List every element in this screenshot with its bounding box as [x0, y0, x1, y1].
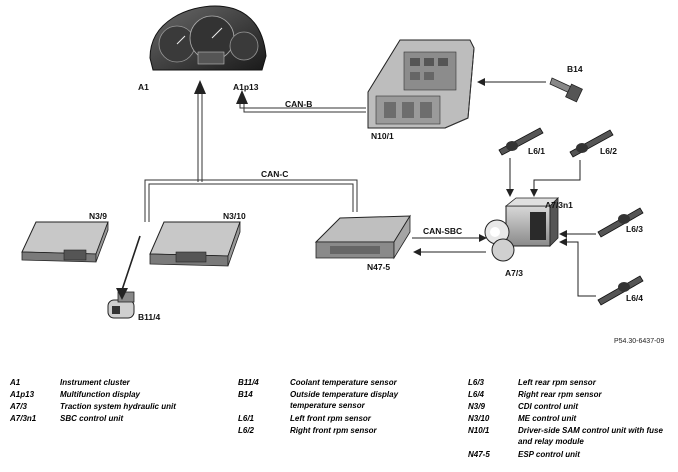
legend-col-3: L6/3 Left rear rpm sensor L6/4 Right rear …	[468, 377, 673, 461]
can-c-bus	[144, 80, 358, 222]
label-a1p13: A1p13	[233, 82, 259, 92]
right-front-rpm-sensor-image	[569, 129, 614, 158]
legend-code: B14	[238, 390, 253, 399]
label-can-c: CAN-C	[261, 169, 289, 179]
legend-desc: Coolant temperature sensor	[290, 378, 397, 387]
label-a7-3: A7/3	[505, 268, 523, 278]
left-front-rpm-sensor-image	[498, 127, 544, 156]
legend-row: A7/3n1 SBC control unit	[10, 413, 232, 425]
legend-col-1: A1 Instrument cluster A1p13 Multifunction …	[10, 377, 232, 425]
legend-row: L6/4 Right rear rpm sensor	[468, 389, 673, 401]
label-n47-5: N47-5	[367, 262, 391, 272]
label-l6-1: L6/1	[528, 146, 546, 156]
legend-row: B11/4 Coolant temperature sensor	[238, 377, 463, 389]
right-rear-rpm-sensor-image	[597, 275, 644, 306]
legend-code: N47-5	[468, 450, 490, 459]
legend-col-2: B11/4 Coolant temperature sensor B14 Outsi…	[238, 377, 463, 437]
label-l6-2: L6/2	[600, 146, 618, 156]
label-b11-4: B11/4	[138, 312, 161, 322]
legend-row: A1 Instrument cluster	[10, 377, 232, 389]
legend-desc: Right rear rpm sensor	[518, 390, 602, 399]
coolant-temp-sensor-image	[107, 291, 135, 319]
legend-row: N47-5 ESP control unit	[468, 449, 673, 461]
legend-code: N3/10	[468, 414, 490, 423]
legend-row: L6/3 Left rear rpm sensor	[468, 377, 673, 389]
label-b14: B14	[567, 64, 583, 74]
legend-row: N3/10 ME control unit	[468, 413, 673, 425]
legend-desc: Driver-side SAM control unit with fuse a…	[518, 426, 663, 446]
legend-code: A7/3	[10, 402, 27, 411]
legend-row: N10/1 Driver-side SAM control unit with f…	[468, 425, 673, 449]
esp-control-unit-image	[314, 214, 411, 260]
legend-desc: Traction system hydraulic unit	[60, 402, 176, 411]
label-l6-4: L6/4	[626, 293, 644, 303]
legend-code: N10/1	[468, 426, 490, 435]
legend-desc: SBC control unit	[60, 414, 124, 423]
legend-code: A1	[10, 378, 21, 387]
legend-row: A1p13 Multifunction display	[10, 389, 232, 401]
legend-code: A7/3n1	[10, 414, 37, 423]
label-can-sbc: CAN-SBC	[423, 226, 463, 236]
legend-row: A7/3 Traction system hydraulic unit	[10, 401, 232, 413]
legend-desc: ME control unit	[518, 414, 577, 423]
figure-reference: P54.30-6437-09	[614, 338, 665, 345]
legend-desc: Instrument cluster	[60, 378, 130, 387]
sensor-signal-arrows	[116, 78, 596, 300]
legend-desc: Right front rpm sensor	[290, 426, 377, 435]
instrument-cluster-image	[149, 5, 267, 71]
outside-temp-sensor-image	[549, 77, 583, 103]
label-n3-10: N3/10	[223, 211, 246, 221]
can-b-bus	[236, 90, 366, 113]
legend-row: B14 Outside temperature display temperatu…	[238, 389, 463, 413]
legend-desc: Left rear rpm sensor	[518, 378, 596, 387]
label-a1: A1	[138, 82, 149, 92]
network-diagram: A1 A1p13 CAN-B N10/1 B14 L6/1 L6/2 CAN-C…	[21, 5, 664, 345]
cdi-control-unit-image	[21, 221, 109, 263]
can-sbc-bus	[412, 234, 487, 256]
legend-code: L6/1	[238, 414, 255, 423]
sam-control-unit-image	[367, 39, 475, 129]
label-a7-3n1: A7/3n1	[545, 200, 573, 210]
label-n10-1: N10/1	[371, 131, 394, 141]
me-control-unit-image	[149, 221, 241, 267]
legend-code: B11/4	[238, 378, 259, 387]
legend-code: L6/2	[238, 426, 255, 435]
legend-code: N3/9	[468, 402, 485, 411]
label-l6-3: L6/3	[626, 224, 644, 234]
legend-row: N3/9 CDI control unit	[468, 401, 673, 413]
legend-desc: Multifunction display	[60, 390, 140, 399]
hydraulic-unit-image	[484, 197, 559, 262]
legend-desc: ESP control unit	[518, 450, 580, 459]
left-rear-rpm-sensor-image	[597, 207, 644, 238]
legend-row: L6/2 Right front rpm sensor	[238, 425, 463, 437]
legend-desc: CDI control unit	[518, 402, 578, 411]
legend-code: A1p13	[10, 390, 35, 399]
label-can-b: CAN-B	[285, 99, 313, 109]
legend-code: L6/3	[468, 378, 485, 387]
label-n3-9: N3/9	[89, 211, 107, 221]
legend-desc: Outside temperature display temperature …	[290, 390, 399, 410]
legend: A1 Instrument cluster A1p13 Multifunction …	[0, 377, 678, 472]
legend-desc: Left front rpm sensor	[290, 414, 371, 423]
legend-row: L6/1 Left front rpm sensor	[238, 413, 463, 425]
diagram-canvas	[21, 5, 644, 319]
legend-code: L6/4	[468, 390, 485, 399]
